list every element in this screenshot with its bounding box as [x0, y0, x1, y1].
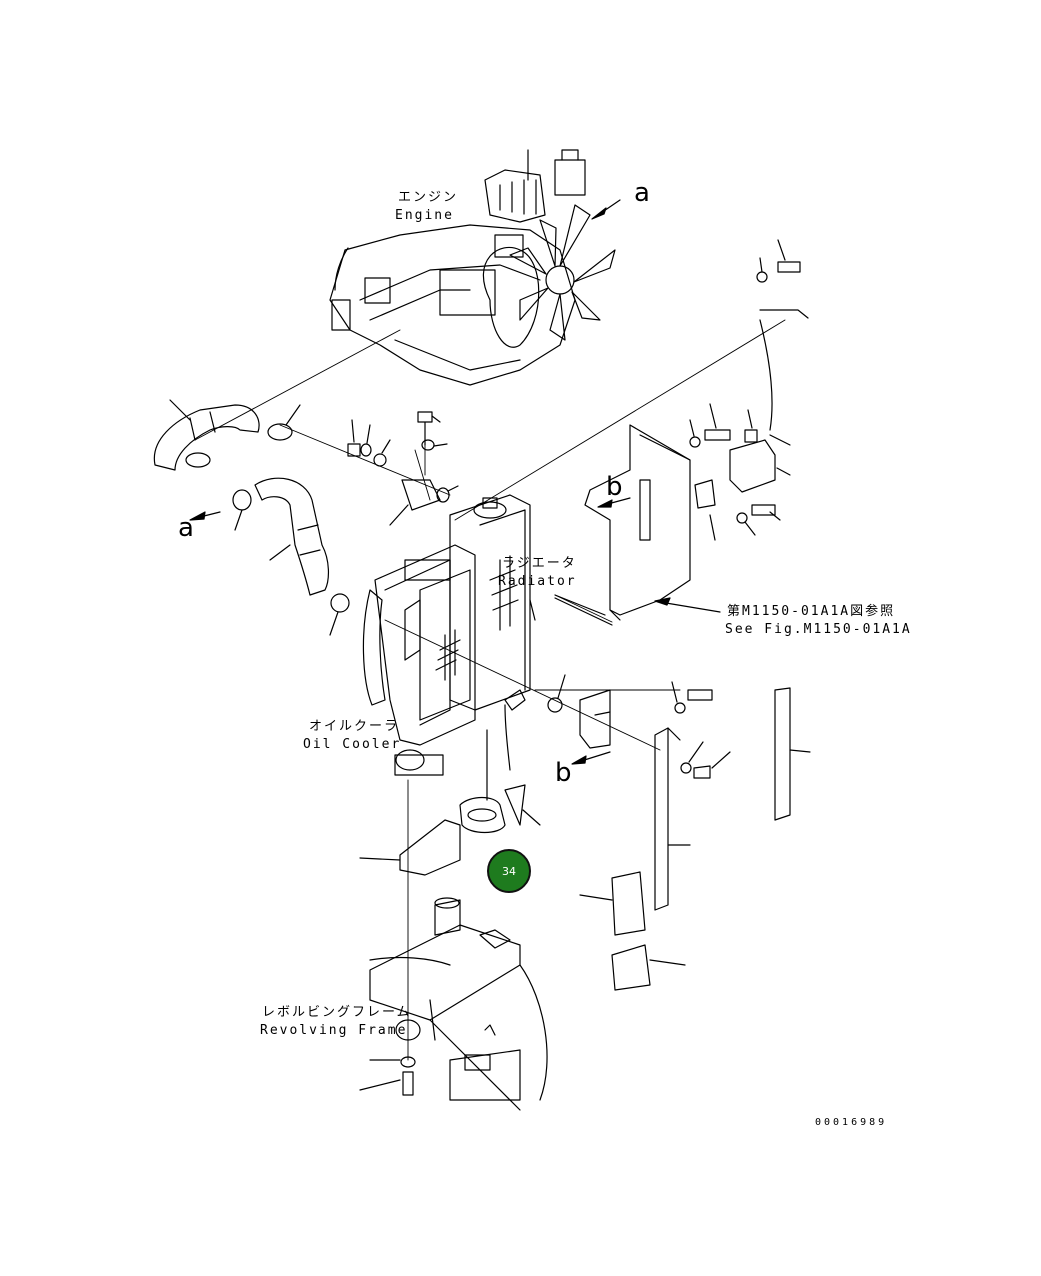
see-fig-label-jp[interactable]: 第M1150-01A1A図参照 — [727, 604, 896, 619]
view-ref-a-top: a — [634, 178, 650, 208]
radiator-label-en: Radiator — [498, 574, 577, 589]
part-callout-number: 34 — [502, 864, 516, 878]
bracket-parts — [579, 681, 811, 991]
view-arrows[interactable] — [189, 199, 721, 765]
radiator-leader — [554, 597, 613, 626]
rubber-mounts — [359, 729, 541, 876]
upper-hose — [153, 399, 301, 471]
view-ref-a-left: a — [178, 513, 194, 543]
radiator-label-jp: ラジエータ — [502, 556, 577, 571]
view-ref-b-lower: b — [555, 758, 572, 788]
engine-assembly — [329, 149, 616, 386]
hardware-group-upper — [347, 411, 459, 526]
oil-cooler-label-en: Oil Cooler — [303, 737, 402, 752]
revolving-frame-label-jp: レボルビングフレーム — [262, 1005, 412, 1020]
lower-hose — [232, 477, 350, 636]
engine-label-en: Engine — [395, 208, 454, 223]
revolving-frame — [359, 897, 548, 1111]
engine-label-jp: エンジン — [398, 190, 459, 205]
revolving-frame-label-en: Revolving Frame — [260, 1023, 408, 1038]
radiator-assembly — [362, 494, 606, 776]
see-fig-label-en[interactable]: See Fig.M1150-01A1A — [725, 622, 912, 637]
part-callout-34[interactable]: 34 — [487, 849, 531, 893]
drawing-number: 00016989 — [815, 1117, 888, 1128]
projection-lines — [194, 319, 786, 1061]
reserve-tank — [729, 309, 809, 493]
hardware-group-right — [689, 239, 801, 536]
oil-cooler-label-jp: オイルクーラ — [309, 719, 400, 734]
fan-shroud — [584, 424, 716, 621]
view-ref-b-upper: b — [606, 472, 623, 502]
